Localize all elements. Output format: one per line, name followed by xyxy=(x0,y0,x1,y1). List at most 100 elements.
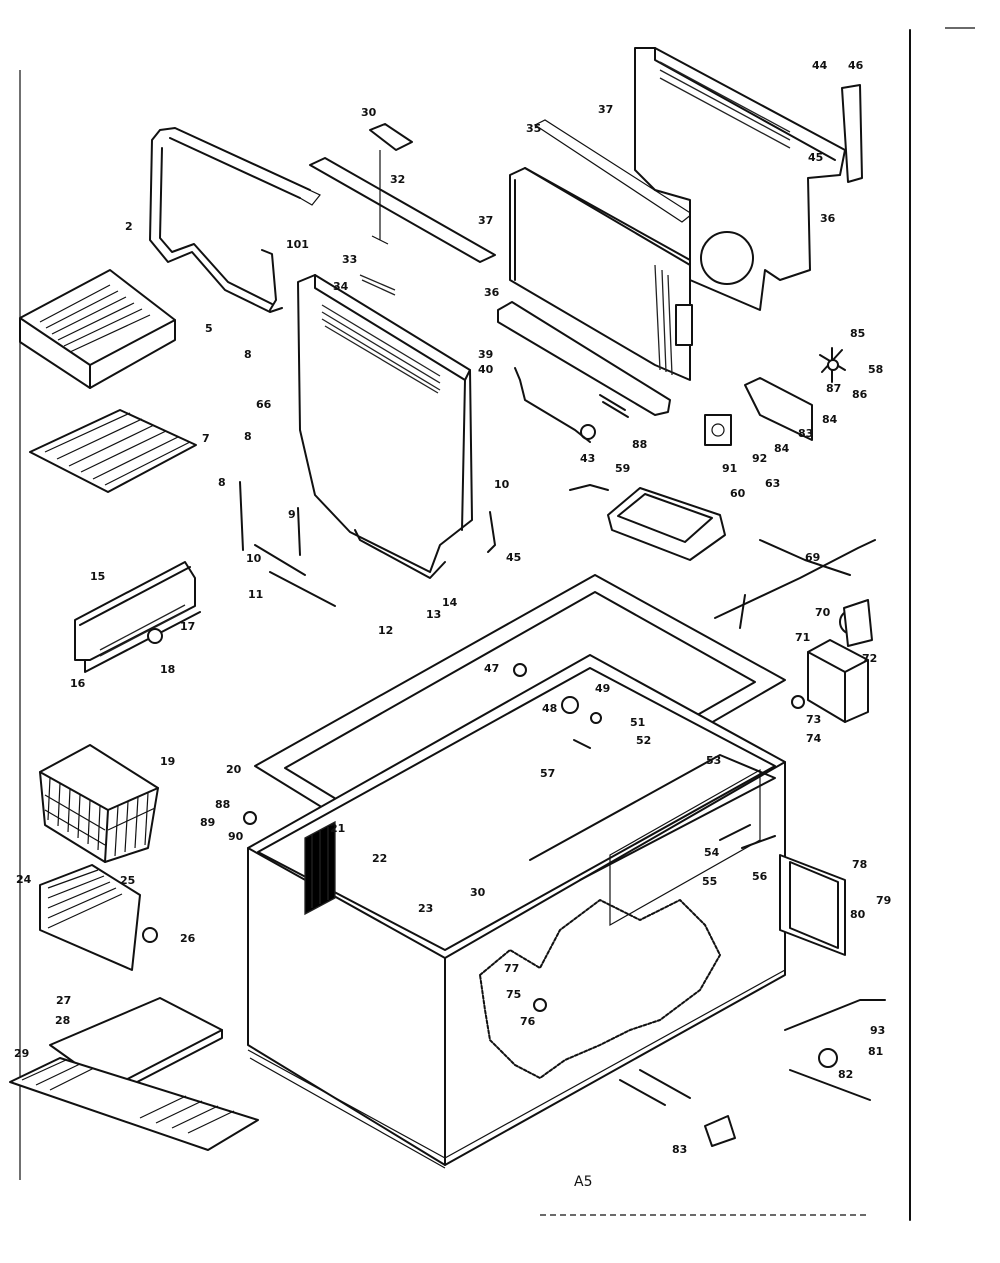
callout-c58: 58 xyxy=(868,363,883,376)
callout-c75: 75 xyxy=(506,988,521,1001)
callout-c22: 22 xyxy=(372,852,387,865)
callout-c51: 51 xyxy=(630,716,645,729)
callout-c15: 15 xyxy=(90,570,105,583)
callout-c85: 85 xyxy=(850,327,865,340)
callout-c101: 101 xyxy=(286,238,309,251)
divider-grille xyxy=(29,409,197,493)
callout-c8b: 8 xyxy=(244,430,252,443)
callout-c78: 78 xyxy=(852,858,867,871)
callout-c30b: 30 xyxy=(470,886,486,899)
callout-c5: 5 xyxy=(205,322,213,335)
callout-c49: 49 xyxy=(595,682,610,695)
callout-c36a: 36 xyxy=(484,286,500,299)
callout-c39: 39 xyxy=(478,348,493,361)
callout-c82: 82 xyxy=(838,1068,853,1081)
callout-c45b: 45 xyxy=(506,551,521,564)
callout-c87: 87 xyxy=(826,382,841,395)
callout-c23: 23 xyxy=(418,902,433,915)
condenser-tubing xyxy=(149,127,321,313)
callout-c19: 19 xyxy=(160,755,175,768)
callout-c84a: 84 xyxy=(822,413,838,426)
callout-c66: 66 xyxy=(256,398,272,411)
callout-c44: 44 xyxy=(812,59,828,72)
callout-c9: 9 xyxy=(288,508,296,521)
callout-c89: 89 xyxy=(200,816,215,829)
diagram-caption: A5 xyxy=(574,1174,592,1190)
callout-c88a: 88 xyxy=(632,438,647,451)
callout-c10a: 10 xyxy=(246,552,262,565)
callout-c88b: 88 xyxy=(215,798,230,811)
callout-c2: 2 xyxy=(125,220,133,233)
callout-c37a: 37 xyxy=(478,214,493,227)
callout-c37b: 37 xyxy=(598,103,613,116)
callout-c29: 29 xyxy=(14,1047,29,1060)
callout-c43: 43 xyxy=(580,452,595,465)
callout-c80: 80 xyxy=(850,908,866,921)
floor-grille xyxy=(9,1057,259,1151)
callout-c24: 24 xyxy=(16,873,32,886)
callout-c83b: 83 xyxy=(672,1143,687,1156)
wire-basket xyxy=(39,744,159,863)
callout-c13: 13 xyxy=(426,608,441,621)
callout-c55: 55 xyxy=(702,875,717,888)
callout-c7: 7 xyxy=(202,432,210,445)
callout-c81: 81 xyxy=(868,1045,883,1058)
rear-shroud xyxy=(634,47,863,311)
callout-c30a: 30 xyxy=(361,106,377,119)
callout-c18: 18 xyxy=(160,663,175,676)
callout-c33: 33 xyxy=(342,253,357,266)
callout-c26: 26 xyxy=(180,932,196,945)
callout-c79: 79 xyxy=(876,894,891,907)
callout-c63: 63 xyxy=(765,477,780,490)
callout-c45a: 45 xyxy=(808,151,823,164)
callout-c47: 47 xyxy=(484,662,499,675)
callout-c48: 48 xyxy=(542,702,557,715)
callout-c73: 73 xyxy=(806,713,821,726)
drain-tray xyxy=(607,487,726,561)
callout-c91: 91 xyxy=(722,462,737,475)
callout-c21: 21 xyxy=(330,822,345,835)
callout-c36b: 36 xyxy=(820,212,836,225)
callout-c8a: 8 xyxy=(244,348,252,361)
callout-c11: 11 xyxy=(248,588,263,601)
callout-c92: 92 xyxy=(752,452,767,465)
small-hardware xyxy=(239,481,776,1012)
callout-c8c: 8 xyxy=(218,476,226,489)
callout-c14: 14 xyxy=(442,596,458,609)
hinge-bracket xyxy=(74,561,201,673)
callout-c53: 53 xyxy=(706,754,721,767)
callout-c25: 25 xyxy=(120,874,135,887)
power-cord xyxy=(714,539,876,629)
callout-c90: 90 xyxy=(228,830,244,843)
callout-c60: 60 xyxy=(730,487,746,500)
callout-c20: 20 xyxy=(226,763,242,776)
callout-c17: 17 xyxy=(180,620,195,633)
callout-c77: 77 xyxy=(504,962,519,975)
callout-c16: 16 xyxy=(70,677,86,690)
callout-c56: 56 xyxy=(752,870,768,883)
top-bracket xyxy=(309,123,496,296)
callout-c86: 86 xyxy=(852,388,868,401)
callout-c35: 35 xyxy=(526,122,541,135)
callout-c69: 69 xyxy=(805,551,820,564)
callout-c93: 93 xyxy=(870,1024,885,1037)
callout-c10b: 10 xyxy=(494,478,510,491)
callout-c76: 76 xyxy=(520,1015,536,1028)
storage-tray xyxy=(19,269,176,389)
callout-c72: 72 xyxy=(862,652,877,665)
callout-c70: 70 xyxy=(815,606,831,619)
callout-c27: 27 xyxy=(56,994,71,1007)
divider-panel xyxy=(39,864,158,971)
callout-c74: 74 xyxy=(806,732,822,745)
freezer-cabinet xyxy=(247,654,786,1169)
callout-c59: 59 xyxy=(615,462,630,475)
fan-motor xyxy=(704,347,846,446)
front-panel xyxy=(297,274,473,579)
callout-c54: 54 xyxy=(704,846,720,859)
callout-c32: 32 xyxy=(390,173,405,186)
callout-c40: 40 xyxy=(478,363,494,376)
callout-c84b: 84 xyxy=(774,442,790,455)
callout-c12: 12 xyxy=(378,624,393,637)
callout-c83a: 83 xyxy=(798,427,813,440)
